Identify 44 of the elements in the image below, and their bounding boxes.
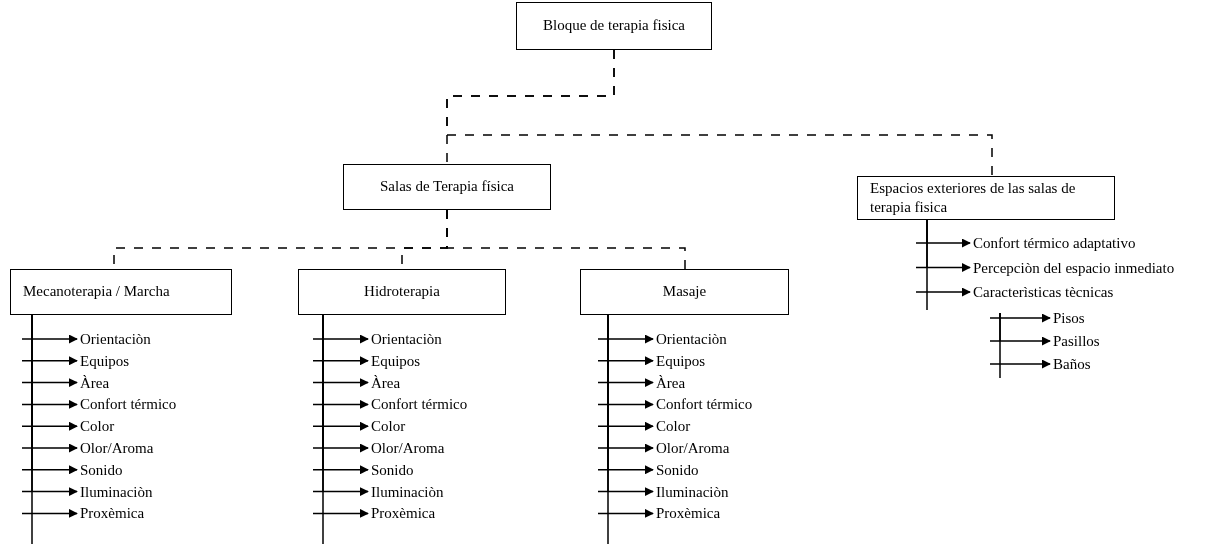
list-item: Equipos	[371, 353, 421, 369]
list-item: Proxèmica	[656, 505, 721, 521]
arrow	[989, 312, 1051, 369]
list-item: Sonido	[371, 462, 414, 478]
list-item: Equipos	[656, 353, 706, 369]
list-item: Iluminaciòn	[80, 484, 153, 500]
list-item: Proxèmica	[371, 505, 436, 521]
list-item: Confort térmico adaptativo	[973, 235, 1136, 251]
list-item: Pisos	[1053, 310, 1085, 326]
list-item: Iluminaciòn	[656, 484, 729, 500]
list-item: Olor/Aroma	[656, 440, 730, 456]
list-item: Iluminaciòn	[371, 484, 444, 500]
list-item: Àrea	[656, 375, 686, 391]
dashed-connector	[446, 209, 686, 270]
list-item: Orientaciòn	[80, 331, 151, 347]
category-box: Bloque de terapia fisica	[516, 2, 712, 50]
category-box: Espacios exteriores de las salas de terapia fisica	[857, 176, 1115, 220]
list-item: Color	[371, 418, 406, 434]
list-item: Baños	[1053, 356, 1091, 372]
list-item: Percepciòn del espacio inmediato	[973, 260, 1175, 275]
arrow	[989, 312, 1051, 323]
list-item: Àrea	[80, 375, 110, 391]
list-item: Confort térmico	[656, 396, 753, 412]
list-item: Olor/Aroma	[80, 440, 154, 456]
category-box: Masaje	[580, 269, 789, 315]
category-box: Mecanoterapia / Marcha	[10, 269, 232, 315]
list-item: Confort térmico	[80, 396, 177, 412]
arrow	[915, 219, 971, 297]
dashed-connector	[446, 49, 993, 177]
list-item: Sonido	[80, 462, 123, 478]
list-item: Confort térmico	[371, 396, 468, 412]
list-item: Olor/Aroma	[371, 440, 445, 456]
category-box: Hidroterapia	[298, 269, 506, 315]
list-item: Sonido	[656, 462, 699, 478]
list-item: Àrea	[371, 375, 401, 391]
list-item: Orientaciòn	[371, 331, 442, 347]
list-item: Equipos	[80, 353, 130, 369]
list-item: Proxèmica	[80, 505, 145, 521]
list-item: Caracterìsticas tècnicas	[973, 284, 1114, 300]
list-item: Color	[656, 418, 691, 434]
list-item: Color	[80, 418, 115, 434]
list-item: Orientaciòn	[656, 331, 727, 347]
list-item: Pasillos	[1053, 333, 1100, 349]
category-box: Salas de Terapia física	[343, 164, 551, 210]
